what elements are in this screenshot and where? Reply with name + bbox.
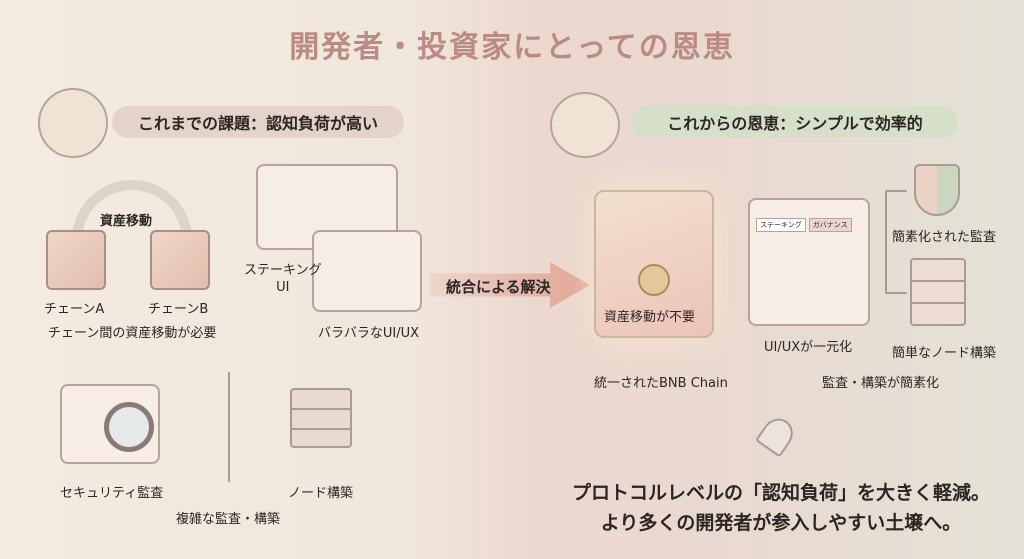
summary-line-2: より多くの開発者が参入しやすい土壌へ。 xyxy=(600,512,962,534)
chain-b-cube-icon xyxy=(150,230,210,290)
node-label: ノード構築 xyxy=(288,486,354,501)
magnifier-icon xyxy=(104,402,154,452)
tab-governance: ガバナンス xyxy=(808,218,852,232)
bnb-coin-icon xyxy=(638,264,670,296)
ui-unified-label: UI/UXが一元化 xyxy=(764,340,853,355)
flowchart-icon xyxy=(228,372,268,482)
happy-person-icon xyxy=(550,92,620,158)
ui-tabs: ステーキング ガバナンス xyxy=(756,218,852,232)
bnb-chain-cube-icon xyxy=(594,190,714,338)
chain-a-label: チェーンA xyxy=(44,302,105,317)
tab-staking: ステーキング xyxy=(756,218,806,232)
ui-caption: バラバラなUI/UX xyxy=(318,326,420,341)
node-simple-label: 簡単なノード構築 xyxy=(892,346,997,361)
problem-heading: これまでの課題：認知負荷が高い xyxy=(112,106,404,138)
connector-lines xyxy=(885,190,907,294)
solution-label: 統合による解決 xyxy=(446,278,551,296)
server-wrench-icon xyxy=(910,258,966,326)
complex-caption: 複雑な監査・構築 xyxy=(176,512,281,527)
server-icon xyxy=(290,388,352,448)
benefit-heading: これからの恩恵：シンプルで効率的 xyxy=(632,106,958,138)
summary-text: プロトコルレベルの「認知負荷」を大きく軽減。 より多くの開発者が参入しやすい土壌… xyxy=(572,478,990,538)
audit-label: 簡素化された監査 xyxy=(892,230,997,245)
asset-move-label: 資産移動 xyxy=(100,214,153,229)
chain-caption: チェーン間の資産移動が必要 xyxy=(48,326,217,341)
summary-line-1: プロトコルレベルの「認知負荷」を大きく軽減。 xyxy=(571,482,990,504)
dashboard-window-icon xyxy=(312,230,422,312)
chain-b-label: チェーンB xyxy=(148,302,209,317)
staking-ui-label: ステーキング UI xyxy=(244,263,322,295)
unified-chain-label: 統一されたBNB Chain xyxy=(594,376,728,391)
no-asset-move-label: 資産移動が不要 xyxy=(604,310,696,325)
simplified-caption: 監査・構築が簡素化 xyxy=(822,376,940,391)
rocket-icon xyxy=(754,412,800,458)
shield-check-icon xyxy=(914,164,960,216)
thinking-person-icon xyxy=(38,88,108,158)
page-title: 開発者・投資家にとっての恩恵 xyxy=(289,30,735,65)
chain-a-cube-icon xyxy=(46,230,106,290)
security-label: セキュリティ監査 xyxy=(60,486,164,501)
